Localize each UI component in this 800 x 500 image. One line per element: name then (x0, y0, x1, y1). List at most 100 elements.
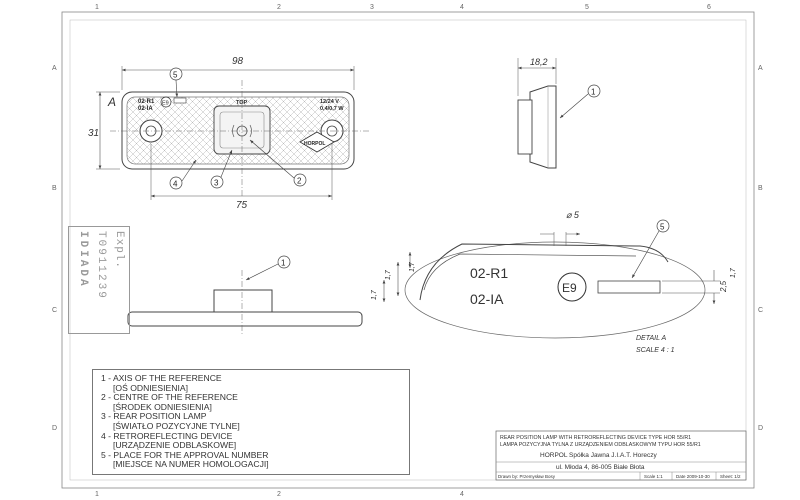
dim-step-3: 1,7 (409, 261, 416, 272)
legend-en: RETROREFLECTING DEVICE (113, 430, 233, 441)
front-view: A 02-R1 02-IA E9 TOP 12/24 V 0,4/0,7 W H… (88, 56, 370, 211)
zone-row-a: A (52, 65, 57, 72)
title-pl: LAMPA POZYCYJNA TYLNA Z URZĄDZENIEM ODBL… (500, 442, 701, 448)
callout-4-front-label: 4 (173, 180, 178, 189)
dim-lens-diameter: ⌀ 5 (566, 210, 580, 220)
callout-5-front-label: 5 (173, 71, 178, 80)
legend-en: CENTRE OF THE REFERENCE (113, 392, 238, 403)
callout-2-front-label: 2 (297, 177, 302, 186)
stamp-line-1: Expl. (113, 231, 125, 270)
detail-code-top: 02-R1 (470, 265, 508, 281)
zone-row-d: D (52, 425, 57, 432)
detail-profile-inner (423, 253, 637, 291)
zone-col-1: 1 (95, 4, 99, 11)
title-block: REAR POSITION LAMP WITH RETROREFLECTING … (495, 430, 747, 481)
legend-en: AXIS OF THE REFERENCE (112, 373, 222, 383)
zone-col-6: 6 (707, 4, 711, 11)
brand-diamond (299, 131, 335, 153)
stamp-text: Expl. T0911239 IDIADA (69, 227, 129, 333)
dim-length: 98 (232, 56, 244, 67)
approval-number-box (173, 97, 187, 104)
callout-1-bottom (277, 255, 291, 269)
callout-3-front (210, 175, 224, 189)
drawing-scale: Scale 1:1 (644, 474, 663, 479)
side-profile-body (529, 85, 557, 169)
dim-depth: 18,2 (530, 57, 548, 67)
legend-pl: [URZĄDZENIE ODBLASKOWE] (113, 440, 237, 451)
voltage-label: 12/24 V (320, 99, 339, 105)
detail-e-mark: E9 (562, 281, 577, 295)
lamp-code-bottom: 02-IA (138, 106, 153, 112)
drawing-sheet-number: Sheet: 1/2 (720, 474, 741, 479)
callout-1-side-label: 1 (591, 88, 596, 97)
zone-markers: 1 2 3 4 5 6 1 2 4 A B C D A B C D (52, 4, 763, 498)
drawing-date: Date 2009-10-30 (676, 474, 710, 479)
legend-number: 2 - (101, 392, 112, 403)
callout-5-detail-label: 5 (660, 223, 665, 232)
lamp-body-outline (121, 91, 355, 170)
sheet-border (61, 11, 755, 489)
company-address: ul. Młoda 4, 86-005 Białe Błota (556, 464, 645, 471)
drawn-by: Drawn by: Przemysław Bosy (498, 474, 556, 479)
legend-number: 3 - (101, 411, 112, 422)
zone-col-1-bottom: 1 (95, 491, 99, 498)
detail-scale: SCALE 4 : 1 (636, 347, 675, 354)
detail-code-bottom: 02-IA (470, 291, 504, 307)
zone-row-b: B (52, 185, 57, 192)
zone-col-2-bottom: 2 (277, 491, 281, 498)
detail-a-view: 02-R1 02-IA E9 ⌀ 5 1,7 1,7 1,7 2,5 1,7 5… (371, 210, 737, 354)
zone-col-5: 5 (585, 4, 589, 11)
brand-label: HORPOL (304, 141, 325, 147)
dim-center-distance: 75 (236, 200, 248, 211)
legend-pl: [MIEJSCE NA NUMER HOMOLOGACJI] (113, 459, 269, 470)
wattage-label: 0,4/0,7 W (320, 106, 344, 112)
title-en: REAR POSITION LAMP WITH RETROREFLECTING … (500, 435, 691, 441)
legend-item-5: 5 - PLACE FOR THE APPROVAL NUMBER [MIEJS… (101, 449, 403, 470)
zone-col-2: 2 (277, 4, 281, 11)
zone-col-4: 4 (460, 4, 464, 11)
bottom-lens-housing (213, 289, 273, 313)
legend-pl: [ŚRODEK ODNIESIENIA] (113, 401, 212, 412)
dim-step-right: 1,7 (730, 267, 737, 278)
detail-e-mark-circle (557, 272, 587, 302)
callout-1-bottom-label: 1 (281, 259, 286, 268)
callout-5-detail (656, 219, 670, 233)
legend-item-1: 1 - AXIS OF THE REFERENCE [OŚ ODNIESIENI… (101, 373, 403, 393)
detail-ellipse (404, 241, 706, 339)
bottom-base (127, 311, 363, 327)
legend-pl: [ŚWIATŁO POZYCYJNE TYLNE] (113, 420, 240, 431)
zone-row-c: C (52, 307, 57, 314)
side-view: 18,2 1 (517, 57, 601, 169)
callout-1-side (587, 84, 601, 98)
zone-row-d-right: D (758, 425, 763, 432)
detail-approval-box (597, 280, 661, 294)
zone-row-b-right: B (758, 185, 763, 192)
callout-2-front (293, 173, 307, 187)
zone-col-3: 3 (370, 4, 374, 11)
legend-box: 1 - AXIS OF THE REFERENCE [OŚ ODNIESIENI… (92, 369, 410, 475)
approval-stamp: Expl. T0911239 IDIADA (68, 226, 130, 334)
legend-pl: [OŚ ODNIESIENIA] (113, 382, 188, 393)
view-label: A (107, 95, 116, 109)
side-profile-lens (517, 99, 533, 155)
zone-row-a-right: A (758, 65, 763, 72)
stamp-line-3: IDIADA (77, 231, 89, 289)
detail-profile-top (419, 243, 669, 301)
dim-band-height: 2,5 (719, 280, 728, 293)
dim-step-2: 1,7 (371, 289, 378, 300)
legend-en: PLACE FOR THE APPROVAL NUMBER (113, 449, 269, 460)
detail-caption: DETAIL A (636, 335, 667, 342)
zone-col-4-bottom: 4 (460, 491, 464, 498)
stamp-line-2: T0911239 (95, 231, 107, 300)
legend-number: 4 - (101, 430, 112, 441)
callout-4-front (169, 176, 183, 190)
legend-number: 5 - (101, 449, 112, 460)
lamp-code-top: 02-R1 (138, 99, 155, 105)
legend-en: REAR POSITION LAMP (113, 411, 207, 422)
bottom-view: 1 (127, 255, 363, 334)
zone-row-c-right: C (758, 307, 763, 314)
company-name: HORPOL Spółka Jawna J.I.A.T. Horeczy (540, 452, 658, 459)
legend-number: 1 - (101, 373, 112, 383)
